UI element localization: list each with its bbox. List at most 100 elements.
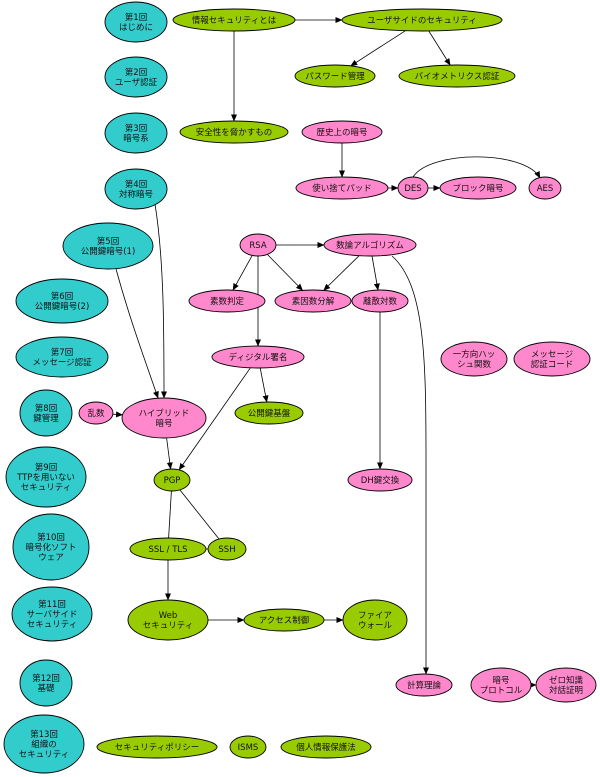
- node-label: 基礎: [37, 683, 55, 694]
- edges: [112, 17, 541, 688]
- topic-ellipse: [301, 120, 383, 144]
- topic-node-intro: 情報セキュリティとは: [172, 8, 296, 32]
- topic-node-pgp: PGP: [153, 468, 191, 492]
- node-label: プロトコル: [480, 686, 523, 696]
- node-label: 組織の: [31, 739, 57, 750]
- node-label: 認証コード: [531, 359, 574, 370]
- topic-ellipse: [295, 176, 389, 200]
- edge-numalg-to-dlog: [371, 255, 380, 291]
- lecture-ellipse: [12, 513, 90, 581]
- topic-node-aes: AES: [528, 176, 562, 200]
- edge-rsa-to-factor: [267, 254, 303, 291]
- topic-ellipse: [351, 289, 409, 313]
- node-label: DH鍵交換: [361, 475, 400, 486]
- node-label: PGP: [164, 476, 181, 486]
- node-label: ユーザ認証: [115, 77, 158, 88]
- node-label: TTPを用いない: [16, 473, 75, 483]
- node-label: 第5回: [97, 236, 119, 247]
- node-label: 対話証明: [549, 685, 583, 696]
- topic-ellipse: [439, 176, 517, 200]
- topic-node-userside: ユーザサイドのセキュリティ: [341, 8, 503, 32]
- node-label: 第4回: [125, 179, 147, 190]
- topic-ellipse: [440, 341, 508, 377]
- topic-ellipse: [347, 468, 413, 492]
- edge-pgp-to-ssh: [179, 489, 220, 540]
- topic-node-dlog: 離散対数: [351, 289, 409, 313]
- topic-ellipse: [239, 233, 277, 257]
- node-label: サーバサイド: [27, 610, 78, 620]
- node-label: SSH: [218, 545, 235, 555]
- topic-ellipse: [294, 64, 376, 88]
- topic-node-history: 歴史上の暗号: [301, 120, 383, 144]
- node-label: 対称暗号: [119, 189, 153, 200]
- node-label: 使い捨てパッド: [312, 183, 372, 194]
- node-label: ユーザサイドのセキュリティ: [367, 16, 477, 26]
- topic-node-block: ブロック暗号: [439, 176, 517, 200]
- node-label: 第13回: [30, 729, 58, 740]
- topic-ellipse: [395, 673, 453, 697]
- node-label: 暗号系: [123, 133, 149, 144]
- topic-ellipse: [188, 289, 266, 313]
- node-label: 素因数分解: [292, 296, 335, 307]
- edge-hybrid-to-pgp: [166, 437, 173, 470]
- node-label: 暗号: [155, 418, 172, 429]
- node-label: アクセス制御: [259, 615, 310, 626]
- node-label: メッセージ: [531, 350, 573, 360]
- topic-node-policy: セキュリティポリシー: [96, 735, 218, 759]
- topic-node-otp: 使い捨てパッド: [295, 176, 389, 200]
- node-label: ディジタル署名: [229, 352, 288, 363]
- edge-dsig-to-pgp: [178, 367, 251, 471]
- node-label: 離散対数: [363, 296, 398, 307]
- node-label: 第11回: [38, 599, 66, 610]
- node-label: ウェア: [38, 553, 64, 563]
- node-label: ハイブリッド: [139, 408, 190, 419]
- node-label: 素数判定: [210, 296, 245, 307]
- lecture-ellipse: [104, 1, 168, 43]
- topic-node-isms: ISMS: [229, 735, 267, 759]
- edge-userside-to-biometrics: [428, 30, 451, 66]
- topic-ellipse: [397, 176, 429, 200]
- node-label: 一方向ハッ: [453, 349, 496, 360]
- nodes: 第1回はじめに第2回ユーザ認証第3回暗号系第4回対称暗号第5回公開鍵暗号(1)第…: [3, 1, 597, 774]
- topic-node-random: 乱数: [78, 401, 114, 425]
- lecture-ellipse: [104, 56, 168, 98]
- node-label: メッセージ認証: [32, 357, 92, 368]
- topic-node-ssl: SSL / TLS: [129, 537, 207, 561]
- node-label: RSA: [249, 241, 266, 251]
- lecture-ellipse: [104, 112, 168, 154]
- lecture-ellipse: [62, 222, 154, 270]
- node-label: 公開鍵基盤: [248, 408, 291, 419]
- node-label: 第10回: [37, 532, 65, 543]
- edge-l5-to-hybrid: [115, 268, 159, 399]
- lecture-ellipse: [15, 336, 109, 378]
- topic-node-access: アクセス制御: [243, 608, 325, 632]
- topic-node-primality: 素数判定: [188, 289, 266, 313]
- topic-ellipse: [229, 735, 267, 759]
- node-label: ブロック暗号: [452, 183, 503, 194]
- topic-node-privacy: 個人情報保護法: [280, 735, 372, 759]
- node-label: 安全性を脅かすもの: [196, 127, 273, 138]
- topic-ellipse: [341, 8, 503, 32]
- node-label: AES: [537, 184, 554, 194]
- topic-ellipse: [528, 176, 562, 200]
- topic-ellipse: [513, 341, 591, 377]
- lecture-ellipse: [15, 278, 109, 324]
- topic-node-password: パスワード管理: [294, 64, 376, 88]
- lecture-ellipse: [3, 714, 85, 774]
- topic-node-threats: 安全性を脅かすもの: [179, 120, 289, 144]
- topic-ellipse: [78, 401, 114, 425]
- node-label: 情報セキュリティとは: [192, 15, 277, 26]
- node-label: ウォール: [358, 621, 393, 631]
